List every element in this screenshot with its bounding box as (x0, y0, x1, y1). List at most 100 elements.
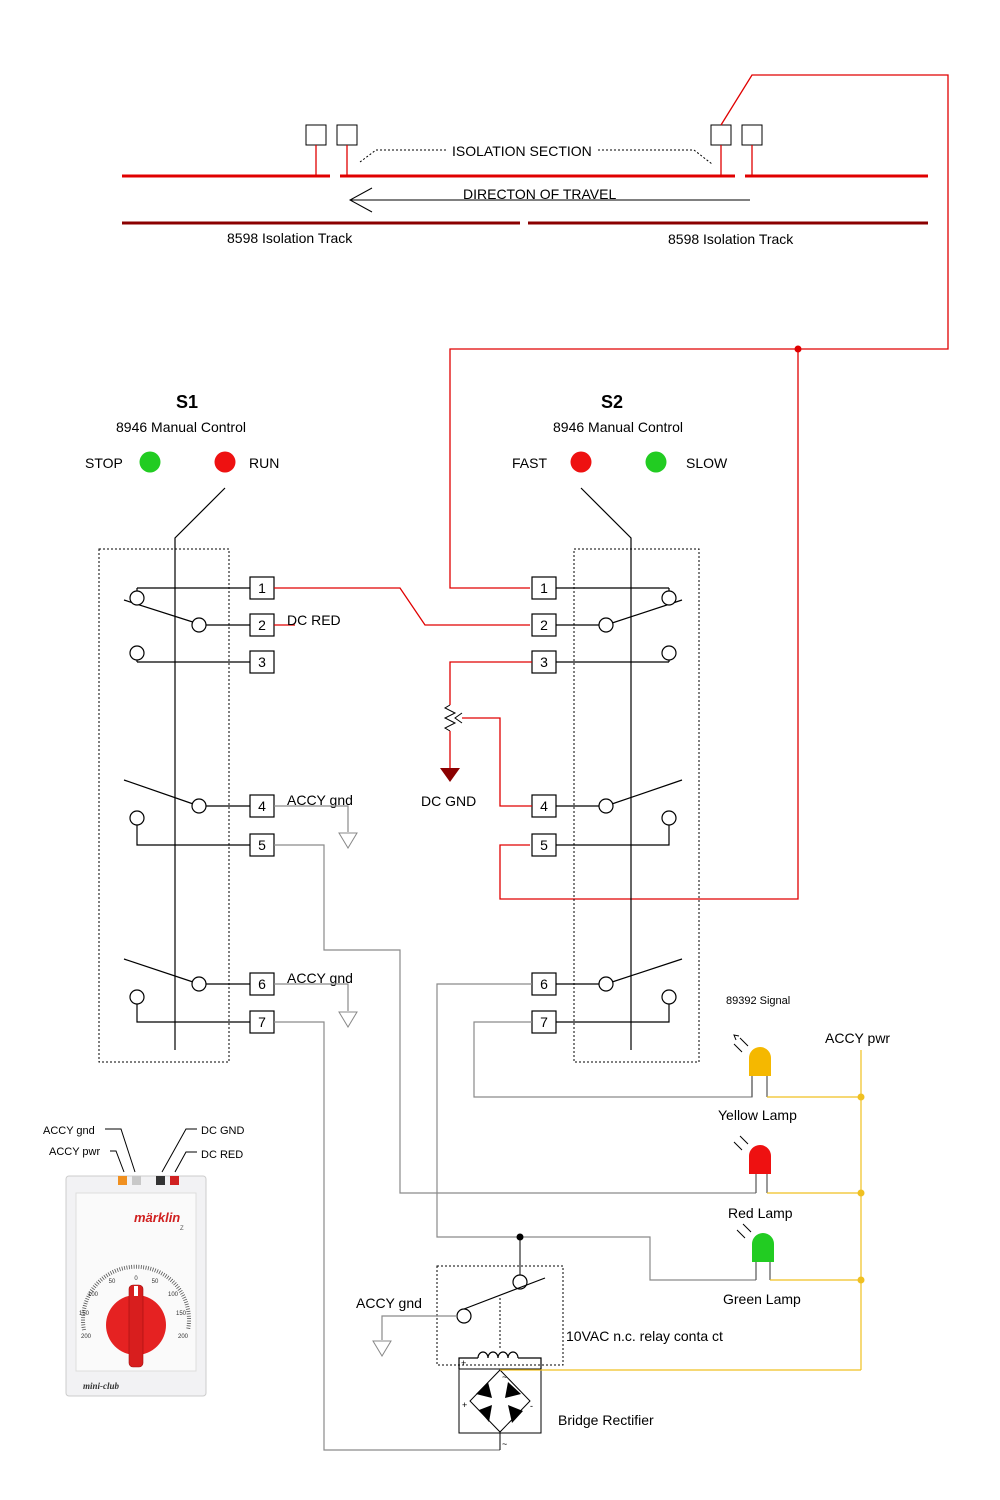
svg-text:7: 7 (540, 1014, 548, 1030)
s1-bank-1 (123, 587, 250, 663)
svg-text:+: + (461, 1358, 466, 1368)
track-right-label: 8598 Isolation Track (668, 231, 794, 247)
s2-switch-box (573, 548, 700, 1063)
controller-labels: ACCY gnd ACCY pwr DC GND DC RED (43, 1125, 244, 1173)
signal-label: 89392 Signal (726, 995, 790, 1007)
ctrl-dc-red-label: DC RED (201, 1149, 243, 1161)
s2-terminal-5: 5 (531, 833, 557, 857)
ground-symbol (338, 1011, 358, 1028)
direction-arrow (348, 187, 750, 213)
s1-switch-box (98, 548, 230, 1063)
accy-pwr-label: ACCY pwr (825, 1030, 890, 1046)
isolation-section-label: ISOLATION SECTION (452, 143, 592, 159)
s1-actuator (174, 487, 226, 1050)
s1-to-s2-red-wire (274, 587, 530, 626)
s1-terminal-5: 5 (249, 833, 275, 857)
s1-terminal-7: 7 (249, 1010, 275, 1034)
s2-terminal-6: 6 (531, 972, 557, 996)
svg-text:2: 2 (258, 617, 266, 633)
green-lamp (736, 1223, 774, 1280)
s1-stop-led (139, 451, 161, 473)
s1-terminal-4: 4 (249, 794, 275, 818)
dc-gnd-label: DC GND (421, 793, 476, 809)
s2-bank-2 (556, 779, 683, 846)
junction-dot (857, 1276, 865, 1284)
wiper-arrow (454, 712, 463, 724)
yellow-lamp-label: Yellow Lamp (718, 1107, 797, 1123)
s2-title: S2 (601, 392, 623, 412)
svg-text:150: 150 (79, 1311, 90, 1317)
svg-text:4: 4 (258, 798, 266, 814)
s2-term6-wire (436, 983, 756, 1281)
bridge-rectifier: + + - ~ ~ (458, 1358, 542, 1450)
relay-arm (463, 1277, 546, 1310)
potentiometer (443, 704, 457, 732)
mini-club-label: mini-club (83, 1381, 120, 1391)
junction-dot (857, 1189, 865, 1197)
dc-red-label: DC RED (287, 612, 341, 628)
s1-stop-label: STOP (85, 455, 123, 471)
s1-accy-gnd-6-wire (274, 983, 349, 1011)
svg-text:6: 6 (258, 976, 266, 992)
svg-text:100: 100 (168, 1292, 179, 1298)
s1-terminal-3: 3 (249, 650, 275, 674)
ground-symbol (338, 832, 358, 849)
svg-text:5: 5 (540, 837, 548, 853)
svg-text:6: 6 (540, 976, 548, 992)
red-lamp (733, 1135, 771, 1193)
dc-gnd-symbol (440, 768, 460, 782)
svg-text:3: 3 (258, 654, 266, 670)
s1-terminal-2: 2 (249, 613, 275, 637)
s2-slow-label: SLOW (686, 455, 728, 471)
relay-contact (456, 1308, 472, 1324)
svg-text:4: 4 (540, 798, 548, 814)
svg-text:-: - (530, 1401, 533, 1411)
svg-text:0: 0 (134, 1276, 138, 1282)
s1-subtitle: 8946 Manual Control (116, 419, 246, 435)
s1-bank-2 (123, 779, 250, 846)
green-lamp-label: Green Lamp (723, 1291, 801, 1307)
bridge-rectifier-label: Bridge Rectifier (558, 1412, 654, 1428)
svg-text:1: 1 (258, 580, 266, 596)
s2-bank-1 (556, 587, 683, 663)
s2-fast-label: FAST (512, 455, 547, 471)
yellow-lamp (733, 1034, 771, 1097)
svg-text:150: 150 (176, 1311, 187, 1317)
s1-title: S1 (176, 392, 198, 412)
s2-actuator (580, 487, 632, 1050)
relay-contact (512, 1274, 528, 1290)
s2-slow-led (645, 451, 667, 473)
isolation-track (122, 124, 928, 225)
s1-terminal-1: 1 (249, 576, 275, 600)
s2-term7-wire (473, 1021, 753, 1098)
svg-text:7: 7 (258, 1014, 266, 1030)
svg-text:+: + (462, 1400, 467, 1410)
s1-run-led (214, 451, 236, 473)
relay-contact-label: 10VAC n.c. relay conta ct (566, 1328, 723, 1344)
s1-run-label: RUN (249, 455, 279, 471)
svg-text:~: ~ (502, 1372, 507, 1382)
speed-dial-marks: 200 150 100 50 0 50 100 150 200 (79, 1276, 189, 1340)
direction-label: DIRECTON OF TRAVEL (463, 186, 616, 202)
track-left-label: 8598 Isolation Track (227, 230, 353, 246)
feeder-wire (449, 74, 949, 589)
svg-text:~: ~ (502, 1439, 507, 1449)
s2-bank-3 (556, 958, 683, 1023)
marklin-logo-sub: Z (180, 1226, 184, 1232)
wiper-wire (462, 717, 532, 807)
svg-text:50: 50 (152, 1279, 159, 1285)
s1-terminal-6: 6 (249, 972, 275, 996)
s2-terminal-7: 7 (531, 1010, 557, 1034)
s1-accy-gnd-6-label: ACCY gnd (287, 970, 353, 986)
ctrl-dc-gnd-label: DC GND (201, 1125, 244, 1137)
svg-text:200: 200 (178, 1334, 189, 1340)
svg-text:200: 200 (81, 1334, 92, 1340)
svg-text:2: 2 (540, 617, 548, 633)
red-lamp-label: Red Lamp (728, 1205, 793, 1221)
svg-text:100: 100 (88, 1292, 99, 1298)
s1-accy-gnd-4-wire (274, 805, 349, 832)
relay-coil (477, 1351, 519, 1359)
ctrl-accy-gnd-label: ACCY gnd (43, 1125, 95, 1137)
junction-dot (857, 1093, 865, 1101)
